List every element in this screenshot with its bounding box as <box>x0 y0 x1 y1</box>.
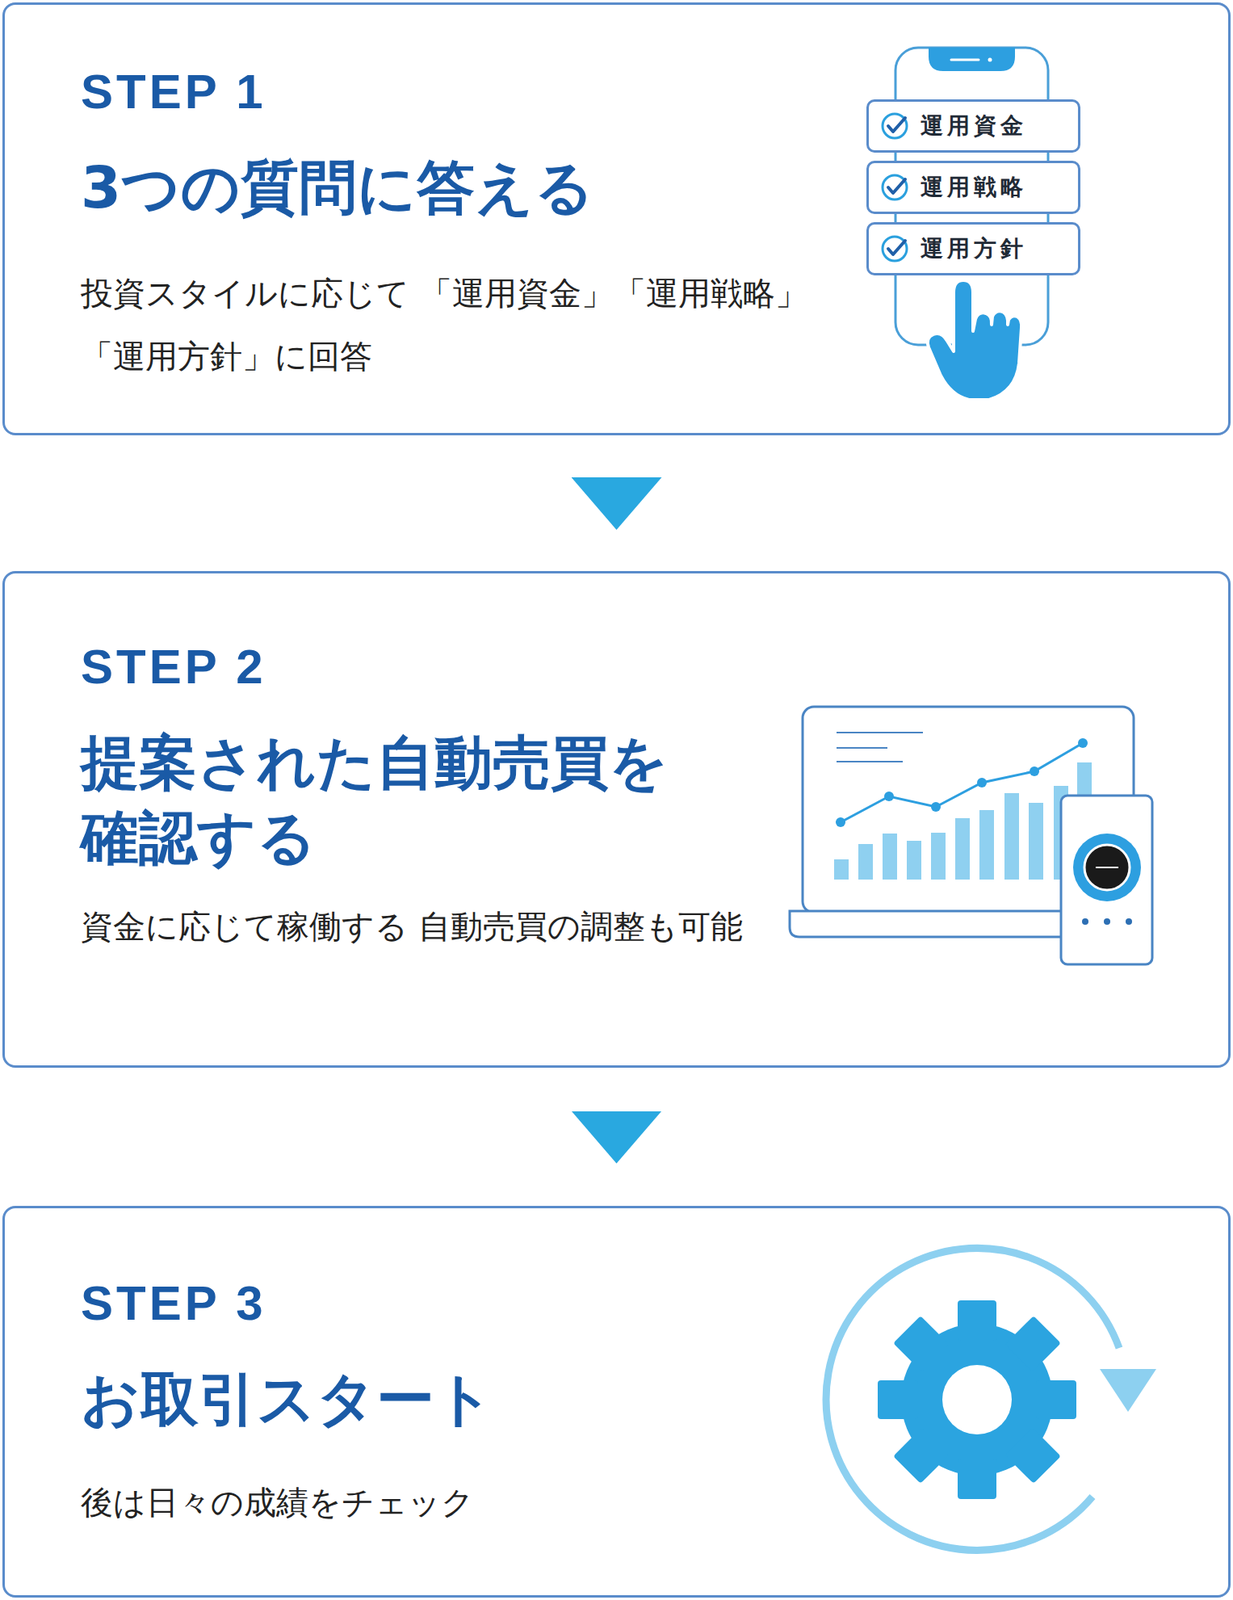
point <box>977 777 987 788</box>
check-mark <box>888 179 906 193</box>
gear-tooth <box>1005 1315 1062 1372</box>
gear-tooth <box>1005 1427 1062 1484</box>
item-label: 運用戦略 <box>920 173 1028 202</box>
button <box>1084 844 1130 890</box>
gear-tooth <box>1035 1379 1077 1419</box>
step-box: STEP 1 3つの質問に答える投資スタイルに応じて 「運用資金」「運用戦略」「運… <box>2 2 1231 436</box>
gear-tooth <box>893 1427 949 1484</box>
step-title: お取引スタート <box>80 1361 808 1437</box>
step-box: STEP 2 提案された自動売買を 確認する資金に応じて稼働する 自動売買の調整も… <box>2 570 1231 1068</box>
button-ring <box>1073 833 1141 902</box>
bar <box>834 859 849 880</box>
gear-tooth <box>893 1315 949 1372</box>
phone-notch <box>928 47 1015 72</box>
chart-points <box>835 738 1088 827</box>
step-arrow <box>616 435 618 571</box>
phone-dots <box>1082 918 1133 925</box>
item-label: 運用資金 <box>920 112 1028 140</box>
point <box>884 791 894 802</box>
point <box>931 801 941 812</box>
step-label: STEP 3 <box>80 1274 267 1333</box>
bar <box>906 840 922 880</box>
step-label: STEP 2 <box>80 637 267 697</box>
check-mark <box>888 117 906 132</box>
bar <box>931 832 946 880</box>
bar-chart <box>834 762 1092 880</box>
cycle-arrowhead <box>1099 1368 1157 1412</box>
step-title: 3つの質問に答える <box>80 150 808 226</box>
dot <box>1082 918 1089 925</box>
gear-tooth <box>957 1458 997 1499</box>
gear-hole <box>942 1364 1012 1435</box>
step-body: 投資スタイルに応じて 「運用資金」「運用戦略」「運用方針」に回答 <box>80 261 824 388</box>
check-circle <box>882 236 907 261</box>
laptop-illustration <box>789 706 1153 965</box>
check-circle <box>882 175 907 200</box>
bar <box>1004 792 1020 880</box>
step-arrow <box>616 1067 618 1206</box>
text-placeholder <box>836 731 923 734</box>
point <box>1029 766 1040 776</box>
bar <box>1028 802 1044 880</box>
check-circle <box>882 113 907 139</box>
step-box: STEP 3 お取引スタート後は日々の成績をチェック <box>2 1205 1231 1598</box>
item-label: 運用方針 <box>920 234 1028 263</box>
hand-icon <box>927 280 1022 400</box>
bar <box>882 833 898 880</box>
text-placeholder <box>836 746 888 749</box>
phone-outline <box>1061 795 1153 965</box>
point <box>1077 738 1088 748</box>
cycle-arc <box>826 1247 1120 1550</box>
phone-camera <box>988 58 993 63</box>
step-title: 提案された自動売買を 確認する <box>80 725 808 876</box>
check-mark <box>888 240 906 255</box>
step-body: 資金に応じて稼働する 自動売買の調整も可能 <box>80 894 824 958</box>
dot <box>1125 918 1133 925</box>
line-chart <box>840 742 1083 822</box>
phone-speaker <box>951 58 979 62</box>
gear <box>877 1300 1077 1499</box>
dot <box>1103 918 1111 925</box>
check-item: 運用戦略 <box>866 160 1081 214</box>
bar <box>955 817 970 880</box>
text-placeholder <box>836 760 903 763</box>
gear-tooth <box>877 1379 919 1419</box>
step-body: 後は日々の成績をチェック <box>80 1470 824 1534</box>
gear-illustration <box>826 1247 1157 1550</box>
check-icon <box>878 232 911 265</box>
check-icon <box>878 171 911 204</box>
check-item: 運用方針 <box>866 222 1081 276</box>
button-mark <box>1095 866 1119 869</box>
step-label: STEP 1 <box>80 62 267 122</box>
point <box>835 817 846 827</box>
check-icon <box>878 109 911 143</box>
check-item: 運用資金 <box>866 99 1081 153</box>
bar <box>858 843 873 880</box>
bar <box>979 809 994 880</box>
gear-tooth <box>957 1300 997 1341</box>
